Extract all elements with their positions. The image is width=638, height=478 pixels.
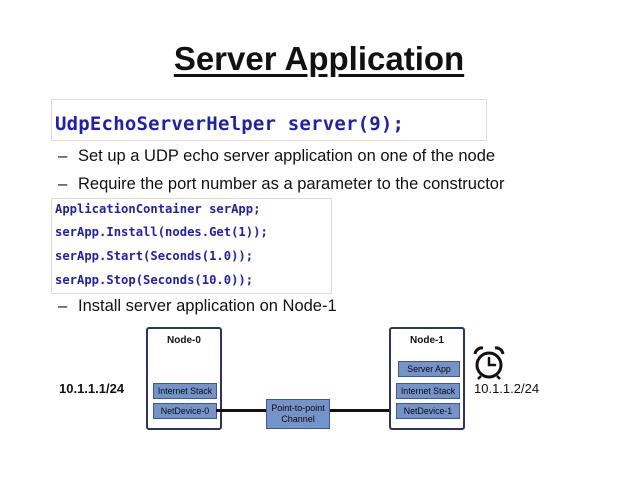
bullet-marker: –	[58, 297, 68, 315]
alarm-clock-icon	[473, 346, 505, 380]
link-line	[216, 409, 266, 412]
server-app-box: Server App	[398, 361, 460, 377]
code-line: serApp.Start(Seconds(1.0));	[55, 249, 254, 263]
slide-title: Server Application	[173, 40, 465, 77]
netdevice-box: NetDevice-0	[153, 403, 217, 419]
code-block: ApplicationContainer serApp; serApp.Inst…	[51, 198, 332, 294]
node1-ip: 10.1.1.2/24	[474, 381, 540, 396]
code-line: ApplicationContainer serApp;	[55, 202, 261, 216]
link-line	[330, 409, 395, 412]
code-line: serApp.Stop(Seconds(10.0));	[55, 273, 254, 287]
internet-stack-box: Internet Stack	[396, 383, 460, 399]
node0-ip: 10.1.1.1/24	[59, 381, 125, 396]
bullet-text: Require the port number as a parameter t…	[78, 175, 505, 193]
bullet-3: –Install server application on Node-1	[58, 297, 337, 316]
bullet-1: –Set up a UDP echo server application on…	[58, 147, 495, 166]
node-label: Node-1	[410, 335, 444, 346]
netdevice-box: NetDevice-1	[396, 403, 460, 419]
bullet-marker: –	[58, 147, 68, 165]
p2p-channel-box: Point-to-point Channel	[266, 399, 330, 429]
bullet-text: Set up a UDP echo server application on …	[78, 147, 496, 165]
bullet-text: Install server application on Node-1	[78, 297, 337, 315]
channel-line1: Point-to-point	[271, 403, 325, 413]
main-code-box: UdpEchoServerHelper server(9);	[51, 99, 487, 141]
main-code-line: UdpEchoServerHelper server(9);	[55, 113, 405, 135]
bullet-2: –Require the port number as a parameter …	[58, 175, 504, 194]
node-label: Node-0	[167, 335, 201, 346]
internet-stack-box: Internet Stack	[153, 383, 217, 399]
bullet-marker: –	[58, 175, 68, 193]
channel-line2: Channel	[281, 414, 315, 424]
code-line: serApp.Install(nodes.Get(1));	[55, 225, 268, 239]
